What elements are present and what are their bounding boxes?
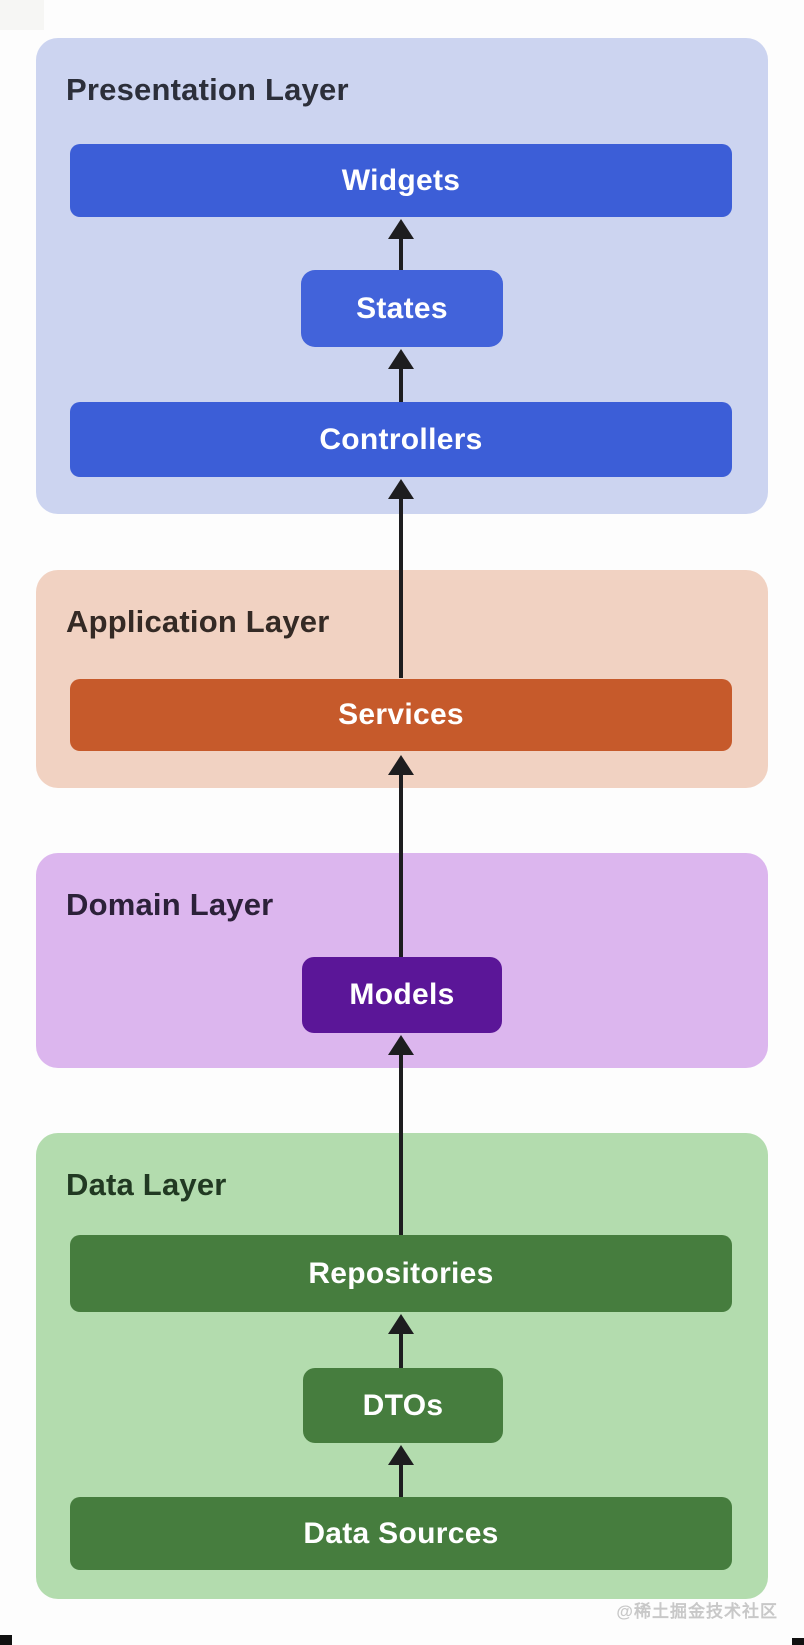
- application-layer-title: Application Layer: [66, 604, 330, 639]
- node-repositories: Repositories: [70, 1235, 732, 1312]
- arrow-models-to-services: [388, 755, 414, 957]
- node-widgets: Widgets: [70, 144, 732, 217]
- data-layer-title: Data Layer: [66, 1167, 227, 1202]
- corner-artifact-bottom-right: [792, 1638, 804, 1645]
- arrowhead-icon: [388, 219, 414, 239]
- arrow-datasources-to-dtos: [388, 1445, 414, 1497]
- arrowhead-icon: [388, 755, 414, 775]
- corner-artifact-bottom-left: [0, 1635, 12, 1645]
- arrowhead-icon: [388, 479, 414, 499]
- node-dtos: DTOs: [303, 1368, 503, 1443]
- arrow-shaft: [399, 363, 403, 402]
- arrow-shaft: [399, 233, 403, 270]
- arrow-controllers-to-states: [388, 349, 414, 402]
- node-services: Services: [70, 679, 732, 751]
- node-models: Models: [302, 957, 502, 1033]
- presentation-layer-title: Presentation Layer: [66, 72, 349, 107]
- corner-artifact-top-left: [0, 0, 44, 30]
- arrow-shaft: [399, 769, 403, 957]
- arrowhead-icon: [388, 1314, 414, 1334]
- arrowhead-icon: [388, 1445, 414, 1465]
- watermark: @稀土掘金技术社区: [616, 1602, 778, 1621]
- arrow-shaft: [399, 1459, 403, 1497]
- arrowhead-icon: [388, 1035, 414, 1055]
- arrow-repositories-to-models: [388, 1035, 414, 1235]
- arrow-shaft: [399, 493, 403, 678]
- arrow-services-to-controllers: [388, 479, 414, 678]
- arrow-dtos-to-repositories: [388, 1314, 414, 1368]
- node-controllers: Controllers: [70, 402, 732, 477]
- arrow-shaft: [399, 1328, 403, 1368]
- node-data-sources: Data Sources: [70, 1497, 732, 1570]
- arrow-shaft: [399, 1049, 403, 1235]
- arrow-states-to-widgets: [388, 219, 414, 270]
- node-states: States: [301, 270, 503, 347]
- arrowhead-icon: [388, 349, 414, 369]
- domain-layer-title: Domain Layer: [66, 887, 274, 922]
